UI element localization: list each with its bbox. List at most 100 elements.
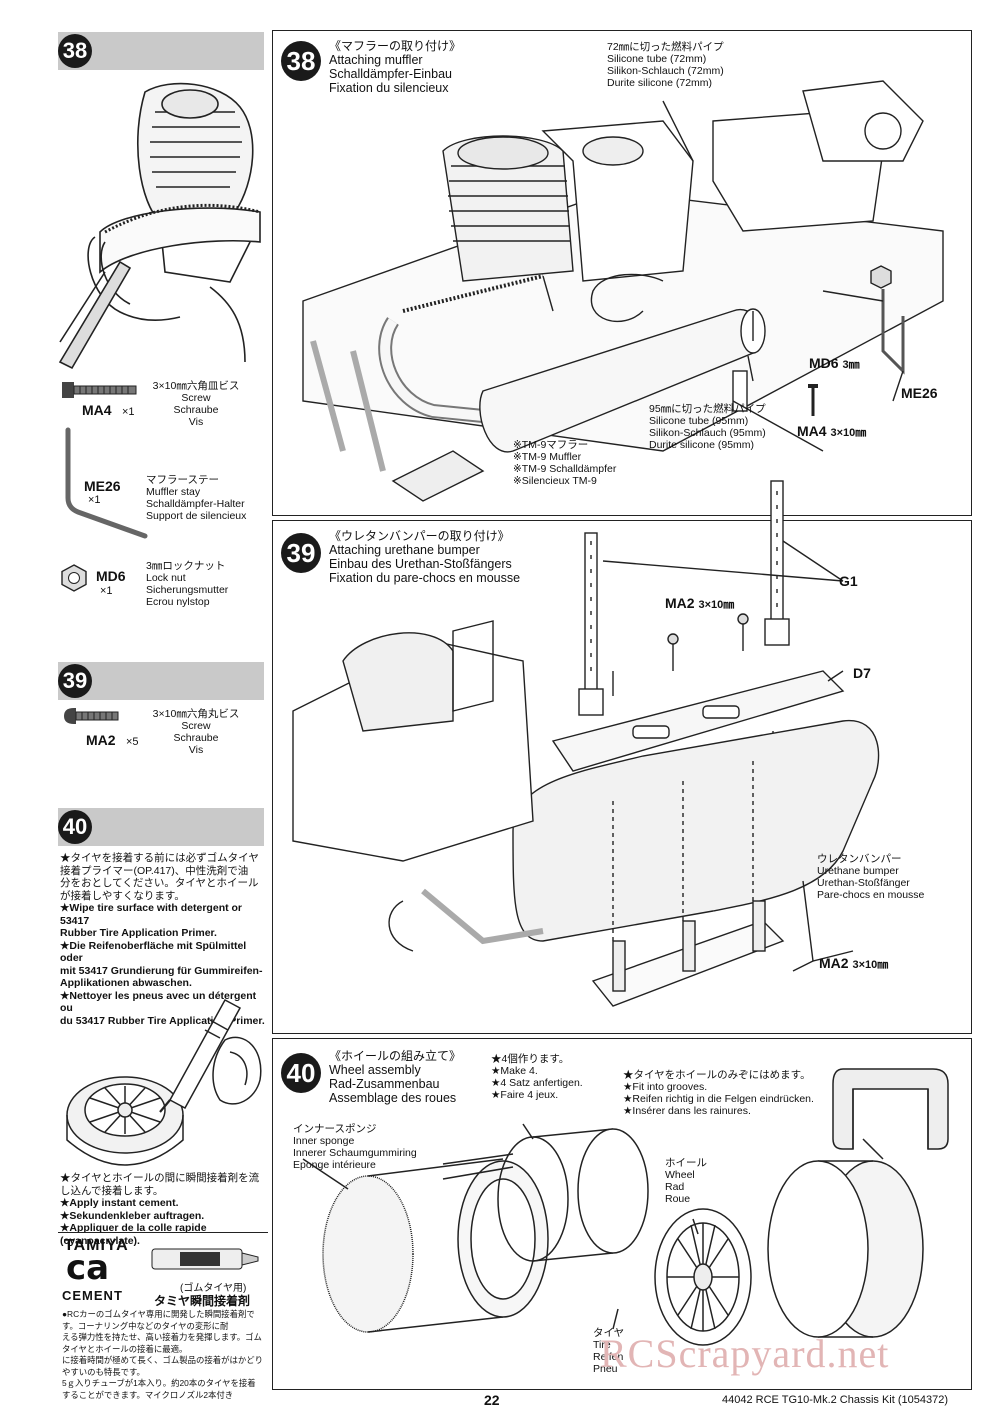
part-ma2-de: Schraube (173, 732, 219, 744)
ma2-top-size: 3×10㎜ (698, 599, 735, 611)
muffler-line: ※TM-9マフラー (513, 439, 589, 451)
tube-72-line: Silikon-Schlauch (72mm) (607, 65, 724, 77)
tip2-line: ★Sekundenkleber auftragen. (60, 1209, 205, 1222)
muffler-label: ※TM-9マフラー ※TM-9 Muffler ※TM-9 Schalldämp… (513, 439, 616, 487)
engine-closeup-illustration (58, 82, 261, 370)
ma2-top-callout: MA2 3×10㎜ (665, 595, 734, 611)
ma2-bottom-callout: MA2 3×10㎜ (819, 955, 888, 971)
tube-95-line: Durite silicone (95mm) (649, 439, 755, 451)
step-38-panel: 38 《マフラーの取り付け》 Attaching muffler Schalld… (272, 30, 972, 516)
sponge-line: Eponge intérieure (293, 1159, 376, 1171)
wheel-line: Roue (665, 1193, 691, 1205)
tip1-line: Rubber Tire Application Primer. (60, 927, 217, 939)
part-me26-jp: マフラーステー (146, 474, 219, 486)
tip1-line: ★Nettoyer les pneus avec un détergent ou (60, 989, 257, 1015)
fit-grooves-note: ★タイヤをホイールのみぞにはめます。 ★Fit into grooves. ★R… (623, 1069, 814, 1117)
inner-sponge-label: インナースポンジ Inner sponge Innerer Schaumgumm… (293, 1123, 417, 1171)
d7-callout: D7 (853, 665, 871, 681)
tube-95-line: 95㎜に切った燃料パイプ (649, 403, 766, 415)
step-40-badge: 40 (58, 810, 92, 844)
part-md6-code: MD6 (96, 568, 126, 584)
kit-reference: 44042 RCE TG10-Mk.2 Chassis Kit (1054372… (722, 1394, 949, 1406)
md6-code: MD6 (809, 355, 839, 371)
step-39-title-jp: 《ウレタンバンパーの取り付け》 (329, 529, 510, 543)
step-40-bar (58, 808, 264, 846)
tip2-line: ★Apply instant cement. (60, 1197, 179, 1209)
bumper-line: Urethan-Stoßfänger (817, 877, 910, 889)
step-40-panel: 40 《ホイールの組み立て》 Wheel assembly Rad-Zusamm… (272, 1038, 972, 1390)
step-38-title-de: Schalldämpfer-Einbau (329, 67, 452, 81)
step-40-title-de: Rad-Zusammenbau (329, 1077, 440, 1091)
step-39-title: 《ウレタンバンパーの取り付け》 Attaching urethane bumpe… (329, 529, 520, 585)
part-md6-en: Lock nut (146, 572, 186, 584)
tip1-line: mit 53417 Grundierung für Gummireifen- (60, 964, 263, 977)
tip2-line: ★Appliquer de la colle rapide (cyanoacry… (60, 1222, 207, 1247)
wheel-line: Rad (665, 1181, 685, 1193)
wheel-assembly-illustration (302, 1068, 949, 1346)
tip1-line: Applikationen abwaschen. (60, 977, 192, 989)
part-md6-de: Sicherungsmutter (146, 584, 229, 596)
bumper-line: Pare-chocs en mousse (817, 889, 925, 901)
part-me26-fr: Support de silencieux (146, 510, 247, 522)
lock-nut-md6-icon (61, 564, 87, 592)
sponge-line: Inner sponge (293, 1135, 355, 1147)
tire-line: Pneu (593, 1363, 618, 1375)
muffler-line: ※TM-9 Muffler (513, 451, 582, 463)
muffler-assembly-illustration (302, 80, 944, 502)
step-38-bar (58, 32, 264, 70)
tip2-line: ★タイヤとホイールの間に瞬間接着剤を流 (60, 1172, 260, 1184)
tube-72-line: Durite silicone (72mm) (607, 77, 713, 89)
tire-line: Tire (593, 1339, 611, 1351)
step-40-title-jp: 《ホイールの組み立て》 (329, 1049, 462, 1063)
cement-tube-icon (151, 1248, 259, 1270)
md6-callout: MD6 3㎜ (809, 355, 860, 371)
cement-logo: ca (66, 1248, 110, 1288)
tip1-line: 分をおとしてください。タイヤとホイール (60, 877, 259, 889)
step-40-number: 40 (281, 1053, 321, 1093)
step-39-title-fr: Fixation du pare-chocs en mousse (329, 571, 521, 585)
muffler-stay-me26-icon (65, 427, 148, 539)
tip1-line: ★Die Reifenoberfläche mit Spülmittel ode… (60, 939, 247, 965)
tip1-line: ★Wipe tire surface with detergent or 534… (60, 902, 243, 927)
wheel-line: ホイール (665, 1157, 707, 1169)
ma4-code: MA4 (797, 423, 827, 439)
part-md6-jp: 3㎜ロックナット (146, 560, 226, 572)
tube-72-line: 72㎜に切った燃料パイプ (607, 41, 724, 53)
step-39-badge: 39 (58, 664, 92, 698)
part-ma2-code: MA2 (86, 732, 116, 748)
wheel-line: Wheel (665, 1169, 695, 1181)
tip1-line: 接着プライマー(OP.417)、中性洗剤で油 (60, 864, 249, 877)
tip-apply-cement: ★タイヤとホイールの間に瞬間接着剤を流 し込んで接着します。 ★Apply in… (60, 1172, 270, 1247)
step-38-number: 38 (281, 41, 321, 81)
bumper-assembly-illustration (292, 480, 880, 1007)
cement-note: ●RCカーのゴムタイヤ専用に開発した瞬間接着剤です。コーナリング中などのタイヤの… (62, 1309, 255, 1331)
ma2-bottom-code: MA2 (819, 955, 849, 971)
grooves-line: ★Insérer dans les rainures. (623, 1105, 751, 1117)
bumper-line: ウレタンバンパー (817, 853, 902, 865)
me26-callout: ME26 (901, 385, 938, 401)
tip2-line: し込んで接着します。 (60, 1184, 164, 1197)
screw-ma2-icon (64, 708, 119, 724)
step-39-panel: 39 《ウレタンバンパーの取り付け》 Attaching urethane bu… (272, 480, 972, 1034)
cement-logo-word: CEMENT (62, 1288, 123, 1303)
ma2-bottom-size: 3×10㎜ (852, 959, 889, 971)
part-ma2-names: 3×10㎜六角丸ビス Screw Schraube Vis (146, 708, 246, 756)
page-number: 22 (484, 1392, 500, 1408)
tire-line: Reifen (593, 1351, 624, 1363)
step-38-title-fr: Fixation du silencieux (329, 81, 449, 95)
bumper-line: Urethane bumper (817, 865, 899, 877)
part-me26-names: マフラーステー Muffler stay Schalldämpfer-Halte… (146, 474, 266, 522)
make4-line: ★4 Satz anfertigen. (491, 1077, 583, 1089)
tire-glue-illustration (66, 998, 262, 1166)
tire-line: タイヤ (593, 1327, 625, 1339)
part-me26-qty: ×1 (88, 494, 101, 506)
tube-72-label: 72㎜に切った燃料パイプ Silicone tube (72mm) Siliko… (607, 41, 724, 89)
muffler-line: ※TM-9 Schalldämpfer (513, 463, 617, 475)
cement-note: 5ｇ入りチューブが1本入り。約20本のタイヤを接着 (62, 1378, 256, 1388)
part-md6-fr: Ecrou nylstop (146, 596, 210, 608)
part-me26-en: Muffler stay (146, 486, 201, 498)
tip1-line: ★タイヤを接着する前には必ずゴムタイヤ (60, 852, 259, 864)
g1-callout: G1 (839, 573, 858, 589)
ma4-size: 3×10㎜ (830, 427, 867, 439)
ma2-top-code: MA2 (665, 595, 695, 611)
